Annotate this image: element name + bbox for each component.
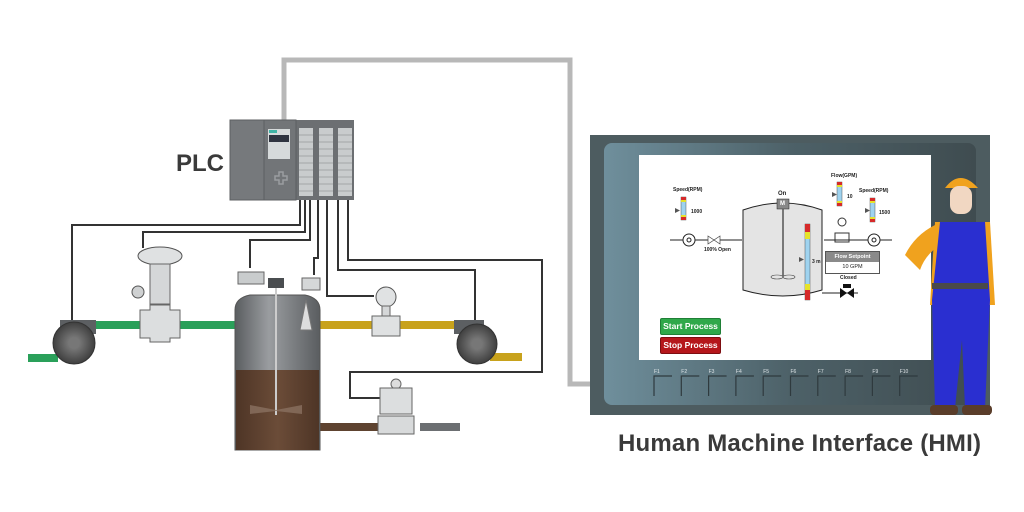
- flow-meter: [371, 286, 401, 337]
- flow-gauge-label: Flow(GPM): [831, 173, 858, 179]
- function-key-f2[interactable]: [680, 375, 700, 396]
- right-pump: [454, 320, 498, 365]
- function-key-f5[interactable]: [762, 375, 782, 396]
- function-key-f3[interactable]: [708, 375, 727, 396]
- hmi-outlet-valve-icon: [840, 288, 854, 298]
- flow-setpoint-label: Flow Setpoint: [826, 252, 879, 262]
- function-key-label: F4: [735, 369, 742, 375]
- signal-wires: [71, 200, 543, 399]
- hmi-inlet-valve-icon: [707, 235, 721, 245]
- function-key-label: F9: [872, 369, 879, 375]
- function-key-label: F5: [763, 369, 770, 375]
- outlet-valve-status: Closed: [840, 275, 857, 281]
- right-pump-speed-value: 1500: [879, 210, 891, 216]
- start-process-button[interactable]: Start Process: [660, 318, 721, 335]
- hmi-screen-graphics: [670, 181, 892, 301]
- inlet-valve-status: 100% Open: [704, 247, 731, 253]
- left-pump-speed-value: 1000: [691, 209, 703, 215]
- hmi-left-pump-icon: [682, 233, 696, 247]
- flow-gauge: [832, 181, 843, 207]
- hmi-tank-level-gauge: [799, 223, 811, 301]
- function-key-f10[interactable]: [899, 375, 918, 396]
- function-key-f9[interactable]: [871, 375, 891, 396]
- function-key-label: F8: [845, 369, 851, 375]
- flow-setpoint-value[interactable]: 10 GPM: [842, 264, 863, 270]
- function-key-f6[interactable]: [789, 375, 809, 396]
- hmi-flow-meter-icon: [837, 217, 847, 227]
- mixer-motor-status: On: [778, 191, 787, 197]
- flow-gauge-value: 10: [847, 194, 853, 200]
- plc-hmi-cable: [281, 57, 590, 387]
- tank-level-value: 3 m: [812, 259, 821, 265]
- function-key-label: F7: [817, 369, 824, 375]
- function-key-f1[interactable]: [653, 375, 672, 396]
- left-pump-speed-gauge: [675, 196, 687, 221]
- control-valve: [131, 246, 183, 343]
- function-keys[interactable]: [653, 375, 918, 396]
- left-pump: [52, 320, 96, 365]
- right-pump-speed-gauge: [865, 197, 876, 223]
- function-key-label: F1: [654, 369, 660, 375]
- function-key-f4[interactable]: [735, 375, 754, 396]
- hmi-right-pump-icon: [867, 233, 881, 247]
- function-key-label: F10: [899, 369, 909, 375]
- plc-unit: [229, 119, 354, 201]
- stop-process-button[interactable]: Stop Process: [660, 337, 721, 354]
- mixing-tank: [234, 271, 321, 451]
- right-pump-speed-label: Speed(RPM): [859, 188, 889, 194]
- hmi-label: Human Machine Interface (HMI): [618, 430, 982, 457]
- left-pump-speed-label: Speed(RPM): [673, 187, 703, 193]
- solenoid-valve: [377, 378, 415, 435]
- plc-nav-pad: [274, 171, 288, 185]
- function-key-label: F2: [681, 369, 688, 375]
- mixer-motor-symbol: M: [780, 201, 785, 207]
- plc-label: PLC: [176, 150, 224, 177]
- function-key-label: F6: [790, 369, 797, 375]
- function-key-f8[interactable]: [844, 375, 864, 396]
- outlet-pipe: [320, 423, 460, 431]
- function-key-label: F3: [708, 369, 715, 375]
- flow-setpoint-box[interactable]: Flow Setpoint 10 GPM: [825, 251, 880, 274]
- function-key-f7[interactable]: [817, 375, 836, 396]
- worker-illustration: [905, 178, 995, 415]
